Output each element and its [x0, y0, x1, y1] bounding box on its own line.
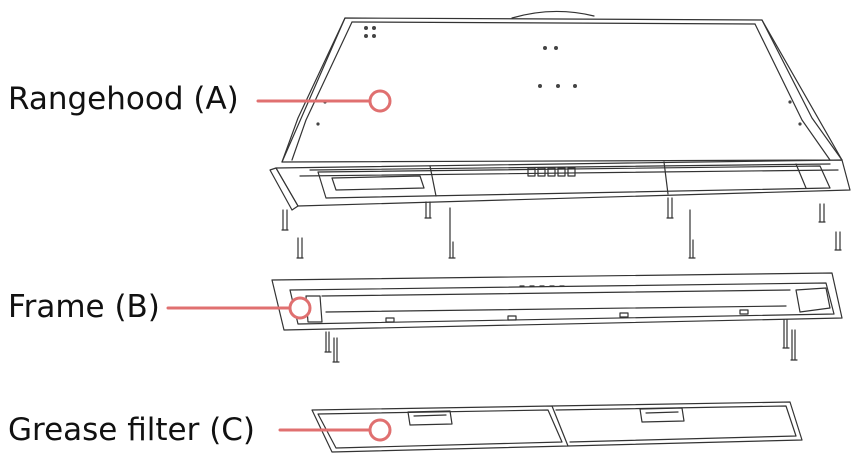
grease-filter-callout-marker — [368, 418, 392, 442]
frame-label: Frame (B) — [8, 289, 160, 325]
frame-callout-marker — [288, 296, 312, 320]
filter-handle-left — [407, 410, 453, 426]
rangehood-drawing — [269, 10, 851, 259]
grease-filter-drawing — [311, 401, 803, 453]
filter-handle-right — [639, 407, 685, 423]
top-holes — [316, 26, 802, 126]
grease-filter-label: Grease filter (C) — [8, 412, 256, 448]
frame-drawing — [271, 272, 843, 363]
control-buttons — [527, 167, 576, 177]
fan-dome — [511, 10, 595, 19]
rangehood-top — [281, 17, 843, 163]
rangehood-label: Rangehood (A) — [8, 81, 239, 117]
callouts — [166, 89, 392, 442]
frame-screws — [324, 319, 798, 363]
grease-filter-right — [551, 401, 803, 447]
frame-outline — [271, 272, 843, 331]
rangehood-callout-marker — [368, 89, 392, 113]
rangehood-screws — [281, 197, 842, 259]
